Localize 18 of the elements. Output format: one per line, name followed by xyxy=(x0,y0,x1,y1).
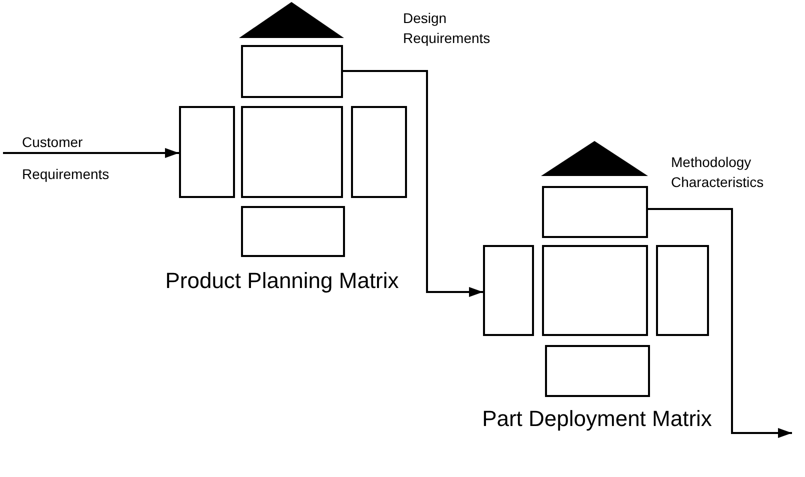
matrix-box xyxy=(483,245,534,336)
matrix-caption: Product Planning Matrix xyxy=(164,268,400,294)
roof-triangle xyxy=(239,2,344,38)
edge-label: Customer Requirements xyxy=(22,133,110,184)
arrow xyxy=(343,70,483,297)
matrix-box xyxy=(542,186,648,238)
matrix-box xyxy=(241,106,343,198)
matrix-box xyxy=(351,106,407,198)
matrix-box xyxy=(656,245,709,336)
matrix-box xyxy=(179,106,235,198)
matrix-box xyxy=(241,45,343,98)
matrix-box xyxy=(542,245,648,336)
matrix-box xyxy=(545,345,650,397)
arrow xyxy=(3,148,179,158)
matrix-box xyxy=(241,206,345,257)
matrix-caption: Part Deployment Matrix xyxy=(481,406,713,432)
arrow xyxy=(648,208,792,438)
roof-triangle xyxy=(541,141,648,176)
